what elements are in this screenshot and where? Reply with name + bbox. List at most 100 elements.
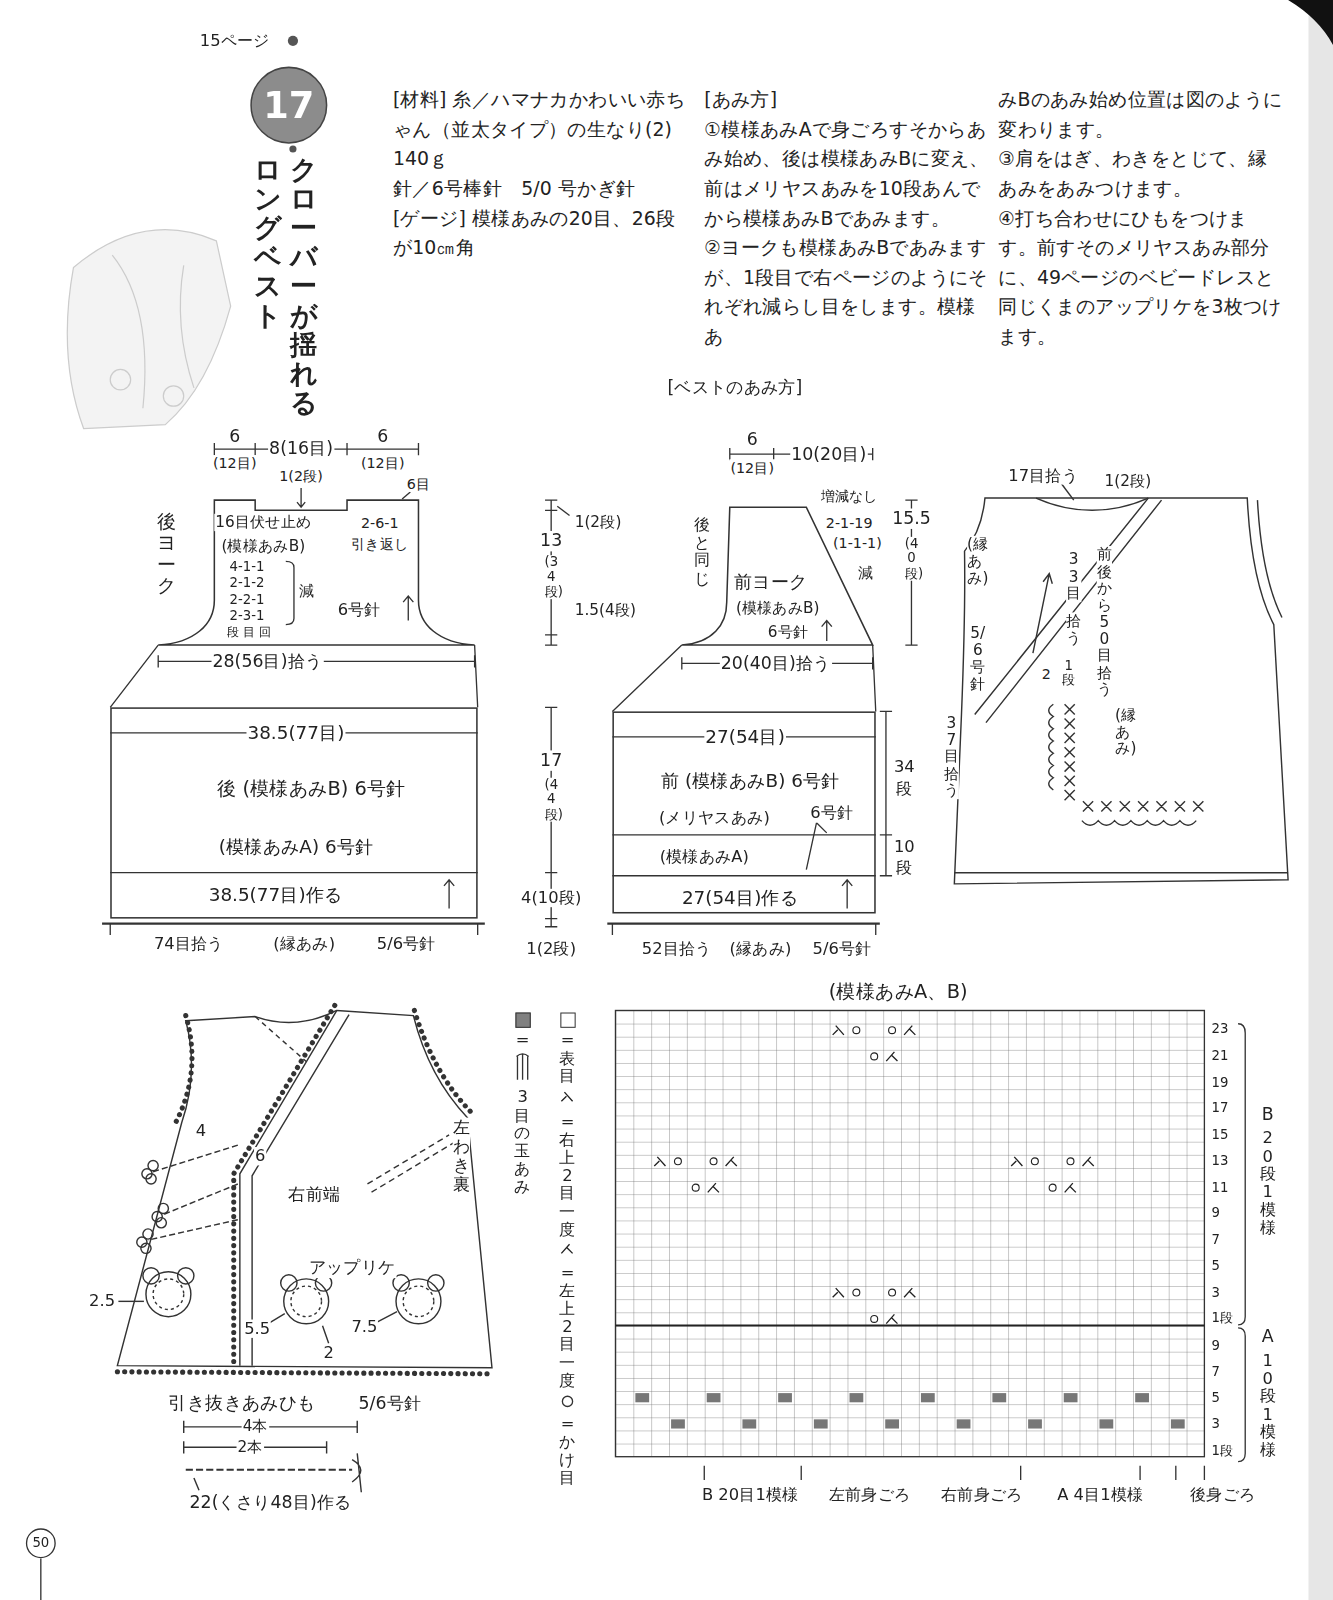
annotation-label: (縁あみ) bbox=[1115, 706, 1130, 757]
annotation-label: 10 bbox=[893, 838, 916, 857]
piece-outline bbox=[682, 507, 873, 645]
node-text: 2-1-19 bbox=[825, 514, 874, 530]
node-outline bbox=[153, 480, 480, 648]
node-text: (模様あみB) bbox=[220, 537, 306, 555]
annotation-label: 左前身ごろ bbox=[828, 1486, 912, 1505]
annotation-label: 17 bbox=[1211, 1101, 1230, 1116]
annotation-label: A bbox=[1261, 1327, 1275, 1347]
instruction-text: みBのあみ始め位置は図のように変わります。 bbox=[998, 85, 1286, 144]
annotation-label: 後身ごろ bbox=[1189, 1486, 1256, 1505]
annotation-label: 右前端 bbox=[287, 1184, 341, 1204]
badge-circle bbox=[251, 67, 327, 143]
annotation-label: (縁あみ) bbox=[272, 935, 336, 954]
piece-outline bbox=[613, 712, 875, 913]
annotation-label: (40段) bbox=[905, 537, 918, 581]
node-text: 後 (模様あみB) 6号針 bbox=[216, 778, 407, 800]
annotation-label: 15 bbox=[1211, 1128, 1230, 1143]
node-text: 2-1-2 bbox=[229, 576, 266, 591]
annotation-label: 28(56目)拾う bbox=[212, 651, 324, 671]
node-text: 前 (模様あみB) 6号針 bbox=[660, 770, 841, 791]
instruction-text: ④打ち合わせにひもをつけます。前すそのメリヤスあみ部分に、49ページのベビードレ… bbox=[998, 203, 1286, 351]
annotation-label: 2本 bbox=[237, 1439, 264, 1457]
annotation-label: 9 bbox=[1211, 1338, 1221, 1353]
node-text: 27(54目) bbox=[704, 726, 786, 747]
annotation-label: 前後から50目拾う bbox=[1097, 546, 1112, 698]
annotation-label: 23 bbox=[1211, 1023, 1230, 1038]
node-text: 引き返し bbox=[350, 536, 409, 552]
legend-text: 3目の玉あみ bbox=[514, 1088, 530, 1196]
annotation-label: 1(2段) bbox=[278, 467, 324, 483]
annotation-label: 5.5 bbox=[243, 1320, 271, 1339]
annotation-label: [ベストのあみ方] bbox=[666, 378, 803, 398]
annotation-label: 2.5 bbox=[88, 1292, 116, 1311]
annotation-label: 17目拾う bbox=[1007, 466, 1079, 485]
annotation-label: 33目 bbox=[1066, 551, 1081, 602]
annotation-label: 13 bbox=[539, 531, 563, 551]
node-text: 減 bbox=[857, 565, 874, 583]
annotation-label: 20段1模様 bbox=[1260, 1129, 1276, 1237]
annotation-label: 4本 bbox=[242, 1418, 269, 1436]
annotation-label: 段 bbox=[895, 780, 913, 799]
annotation-label: (44段) bbox=[545, 778, 558, 822]
annotation-label: 1段 bbox=[1062, 658, 1075, 687]
instruction-text: [あみ方] bbox=[704, 85, 990, 115]
annotation-label: 20(40目)拾う bbox=[720, 653, 832, 673]
annotation-label: 5 bbox=[1211, 1391, 1221, 1406]
annotation-label: 19 bbox=[1211, 1075, 1230, 1090]
node-text: (模様あみB) bbox=[735, 600, 821, 618]
annotation-label: 9 bbox=[1211, 1206, 1221, 1221]
annotation-label: 1(2段) bbox=[1103, 473, 1152, 491]
annotation-label: 2 bbox=[1041, 665, 1052, 681]
annotation-label: 左わき裏 bbox=[453, 1118, 470, 1194]
legend-swatch bbox=[515, 1013, 530, 1028]
annotation-label: 5 bbox=[1211, 1259, 1221, 1274]
annotation-label: 段 bbox=[895, 859, 913, 878]
annotation-label: 1段 bbox=[1211, 1311, 1235, 1326]
node-text: (1-1-1) bbox=[832, 535, 883, 551]
annotation-label: 1段 bbox=[1211, 1443, 1235, 1458]
node-text: 16目伏せ止め bbox=[214, 514, 312, 532]
annotation-label: (縁あみ) bbox=[967, 536, 982, 587]
piece-outline bbox=[158, 500, 474, 645]
node-text: 減 bbox=[298, 583, 315, 601]
annotation-label: 34 bbox=[893, 758, 916, 777]
node-text: 17 bbox=[262, 84, 315, 126]
annotation-label: 13 bbox=[1211, 1154, 1230, 1169]
annotation-label: 21 bbox=[1211, 1049, 1230, 1064]
annotation-label: 7 bbox=[1211, 1232, 1221, 1247]
number-badge: 17 bbox=[250, 66, 328, 144]
legend-text: =表目 bbox=[559, 1031, 575, 1085]
annotation-label: 1(2段) bbox=[525, 940, 577, 959]
node-text: 38.5(77目)作る bbox=[208, 885, 344, 906]
legend-text: =左上2目一度 bbox=[559, 1264, 575, 1390]
node-text: 前ヨーク bbox=[733, 571, 809, 592]
instruction-text: ②ヨークも模様あみBであみますが、1段目で右ページのようにそれぞれ減らし目をしま… bbox=[704, 233, 990, 351]
annotation-label: 74目拾う bbox=[153, 935, 225, 954]
annotation-label: 37目拾う bbox=[944, 714, 959, 798]
instruction-text: 針／6号棒針 5/0 号かぎ針 bbox=[393, 174, 694, 204]
annotation-label: 15ページ bbox=[199, 31, 271, 50]
piece-outline bbox=[111, 708, 477, 918]
annotation-label: 3 bbox=[1211, 1417, 1221, 1432]
legend-text: =右上2目一度 bbox=[559, 1113, 575, 1239]
annotation-label: 15.5 bbox=[891, 509, 932, 529]
annotation-label: 7.5 bbox=[350, 1317, 378, 1336]
annotation-label: 拾う bbox=[1066, 612, 1081, 646]
annotation-label: 6 bbox=[254, 1147, 266, 1166]
annotation-label: A 4目1模様 bbox=[1056, 1486, 1144, 1505]
node-text: (模様あみA) bbox=[659, 848, 750, 867]
annotation-label: 6目 bbox=[406, 476, 431, 492]
node-text: 6号針 bbox=[767, 624, 809, 642]
annotation-label: (12目) bbox=[360, 455, 406, 471]
annotation-label: 4(10段) bbox=[520, 889, 582, 908]
annotation-label: 17 bbox=[539, 750, 563, 770]
annotation-label: 22(くさり48目)作る bbox=[189, 1492, 353, 1512]
node-text: (メリヤスあみ) bbox=[658, 809, 771, 828]
node-text: 段 目 回 bbox=[226, 626, 273, 640]
annotation-label: アップリケ bbox=[308, 1258, 397, 1278]
annotation-label: 6 bbox=[228, 427, 241, 447]
annotation-label: (12目) bbox=[212, 455, 258, 471]
annotation-label: 52目拾う bbox=[641, 940, 713, 959]
node-text: (模様あみA) 6号針 bbox=[218, 837, 375, 858]
annotation-label: (12目) bbox=[729, 459, 775, 475]
